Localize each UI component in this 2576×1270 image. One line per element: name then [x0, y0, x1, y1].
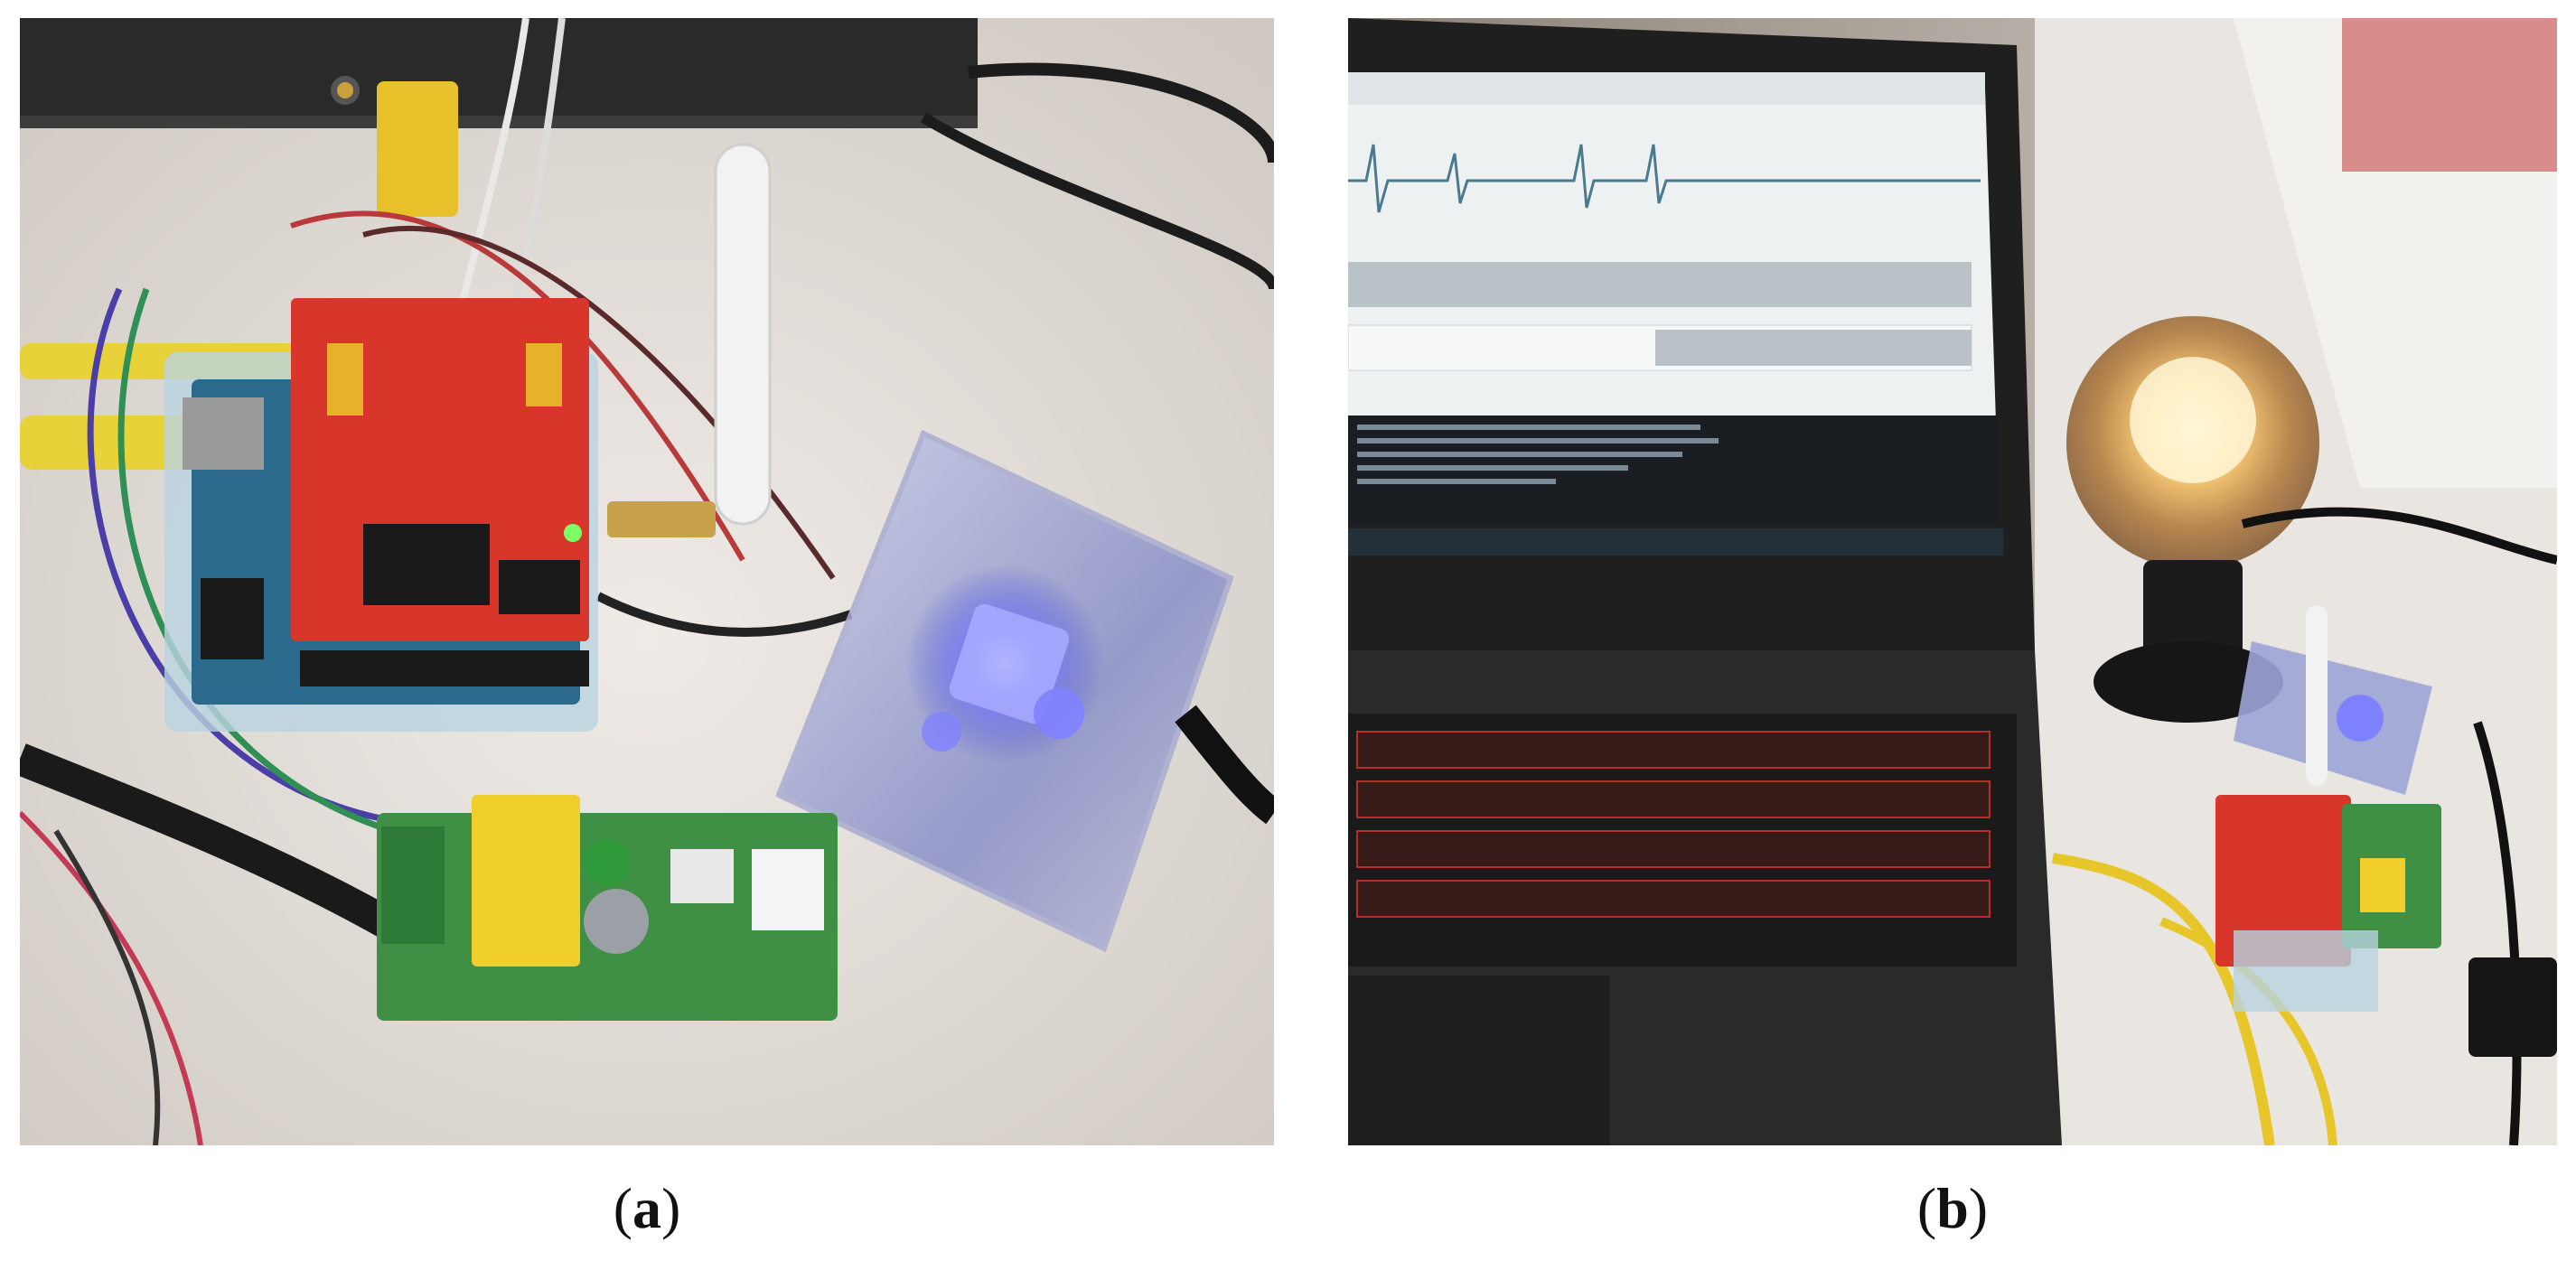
panel-caption-a: (a) [20, 1172, 1274, 1245]
caption-open-paren: ( [1916, 1176, 1937, 1240]
photo-panel-a [20, 18, 1274, 1145]
photo-panel-b [1348, 18, 2557, 1145]
caption-open-paren: ( [613, 1176, 632, 1240]
panel-caption-b: (b) [1348, 1172, 2557, 1245]
hardware-photo [20, 18, 1274, 1145]
setup-photo [1348, 18, 2557, 1145]
caption-letter: a [632, 1176, 661, 1240]
caption-letter: b [1936, 1176, 1969, 1240]
caption-close-paren: ) [1968, 1176, 1989, 1240]
caption-close-paren: ) [661, 1176, 681, 1240]
